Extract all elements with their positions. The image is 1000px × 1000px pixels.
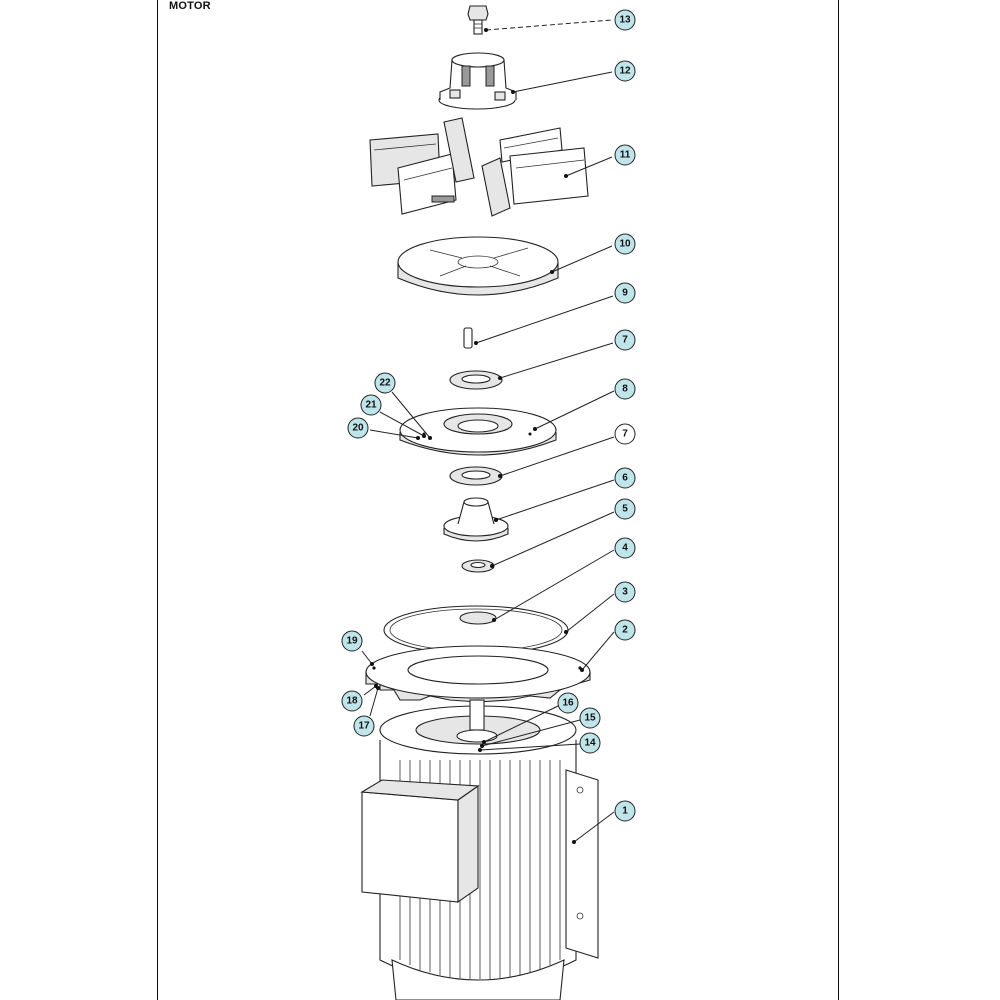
- svg-text:6: 6: [622, 473, 628, 484]
- leader-13: [485, 19, 613, 31]
- svg-text:16: 16: [562, 698, 574, 709]
- part-1-motor: [360, 699, 599, 1000]
- svg-text:5: 5: [622, 504, 628, 515]
- svg-text:8: 8: [622, 384, 628, 395]
- part-12-hub: [438, 52, 517, 110]
- svg-text:10: 10: [619, 239, 631, 250]
- svg-text:1: 1: [622, 806, 628, 817]
- svg-text:15: 15: [584, 713, 596, 724]
- part-2-motor-flange: [365, 645, 591, 703]
- callout-9: 9: [614, 282, 636, 304]
- svg-text:3: 3: [622, 587, 628, 598]
- part-8-flange: [399, 407, 557, 456]
- svg-text:21: 21: [365, 400, 377, 411]
- callout-7-upper: 7: [614, 329, 636, 351]
- callout-10: 10: [614, 233, 636, 255]
- part-6-bushing: [443, 497, 509, 542]
- callout-3: 3: [614, 581, 636, 603]
- part-9-key: [463, 327, 473, 349]
- part-11-blades: [369, 117, 589, 217]
- svg-text:22: 22: [379, 378, 391, 389]
- svg-text:18: 18: [346, 696, 358, 707]
- callout-22: 22: [374, 372, 396, 394]
- callout-4: 4: [614, 537, 636, 559]
- callout-13: 13: [614, 9, 636, 31]
- svg-text:17: 17: [358, 721, 370, 732]
- svg-text:7: 7: [622, 429, 628, 440]
- callout-11: 11: [614, 144, 636, 166]
- svg-text:12: 12: [619, 66, 631, 77]
- svg-text:4: 4: [622, 543, 628, 554]
- callout-19: 19: [341, 630, 363, 652]
- callout-1: 1: [614, 800, 636, 822]
- svg-text:13: 13: [619, 15, 631, 26]
- part-7-seal-upper: [449, 370, 503, 390]
- svg-text:14: 14: [584, 738, 596, 749]
- part-7-seal-lower: [449, 466, 503, 486]
- drawing-frame: [157, 0, 839, 1000]
- svg-text:9: 9: [622, 288, 628, 299]
- svg-text:11: 11: [620, 150, 631, 161]
- leader-lines: [361, 71, 615, 844]
- callout-17: 17: [353, 715, 375, 737]
- svg-text:20: 20: [352, 423, 364, 434]
- callout-14: 14: [579, 732, 601, 754]
- svg-text:19: 19: [346, 636, 358, 647]
- callout-20: 20: [347, 417, 369, 439]
- callout-12: 12: [614, 60, 636, 82]
- callout-8: 8: [614, 378, 636, 400]
- part-5-ring: [461, 559, 495, 573]
- diagram-title: MOTOR: [169, 0, 211, 12]
- svg-text:7: 7: [622, 335, 628, 346]
- callout-6: 6: [614, 467, 636, 489]
- callout-15: 15: [579, 707, 601, 729]
- callout-18: 18: [341, 690, 363, 712]
- svg-text:2: 2: [622, 625, 628, 636]
- callout-2: 2: [614, 619, 636, 641]
- part-10-disc: [397, 236, 559, 296]
- callout-5: 5: [614, 498, 636, 520]
- callout-16: 16: [557, 692, 579, 714]
- callout-21: 21: [360, 394, 382, 416]
- callout-7-lower: 7: [614, 423, 636, 445]
- part-13-bolt: [467, 5, 489, 35]
